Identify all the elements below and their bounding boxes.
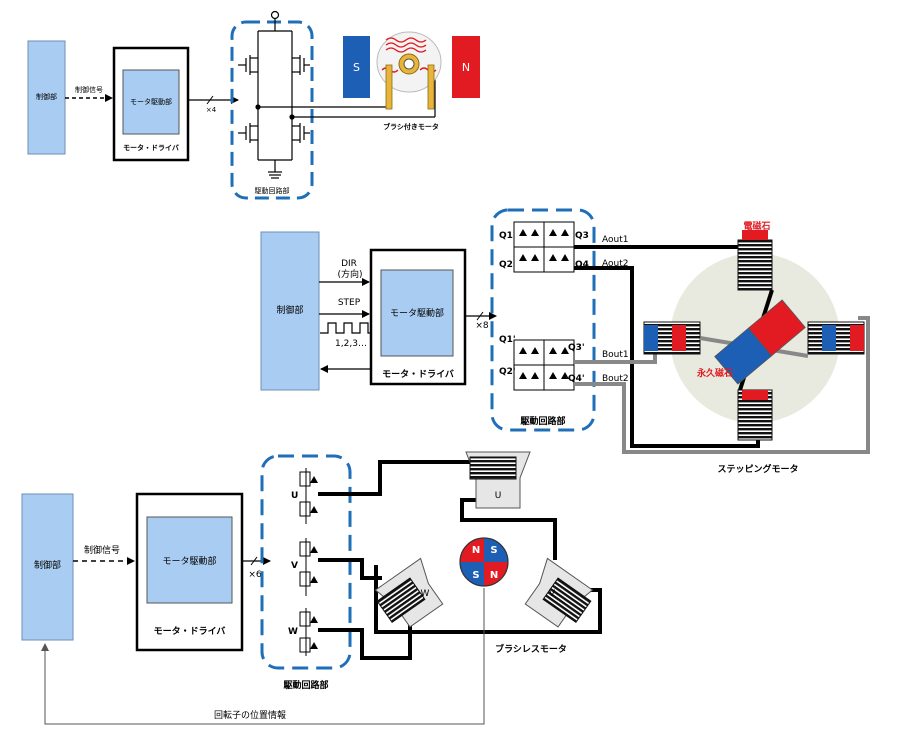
rotor-position-label: 回転子の位置情報 — [214, 709, 286, 721]
q1-label: Q1 — [499, 231, 513, 241]
motor-drive-unit-label: モータ駆動部 — [162, 555, 216, 567]
inverter-legs — [299, 468, 311, 656]
section-brushed-motor: 制御部 制御信号 モータ駆動部 モータ・ドライバ ×4 駆動回路部 — [27, 10, 480, 200]
q4-prime-label: Q4' — [568, 374, 585, 384]
coil-u: U — [465, 451, 531, 509]
control-unit-label: 制御部 — [36, 92, 57, 101]
h-bridge-b — [513, 339, 575, 391]
h-bridge-schematic — [238, 10, 436, 179]
dir-sub-label: (方向) — [337, 268, 362, 280]
coil-v-label: V — [549, 589, 556, 599]
control-unit-label: 制御部 — [276, 304, 303, 316]
drive-circuit-label: 駆動回路部 — [282, 679, 328, 691]
motor-driver-label: モータ・ドライバ — [382, 368, 454, 380]
control-unit-box — [27, 40, 66, 155]
rotor-n2: N — [490, 570, 498, 581]
drive-circuit-label: 駆動回路部 — [255, 186, 290, 195]
control-signal-label: 制御信号 — [84, 544, 120, 556]
bus-slash — [476, 311, 484, 321]
drive-circuit-label: 駆動回路部 — [519, 415, 565, 427]
permanent-magnet-label: 永久磁石 — [696, 367, 733, 379]
magnet-s — [343, 36, 370, 98]
bus-slash — [250, 556, 258, 566]
rotor-s1: S — [490, 545, 497, 556]
motor-drive-unit-box — [146, 516, 233, 604]
coil-u-label: U — [495, 491, 502, 501]
control-unit-label: 制御部 — [34, 559, 61, 571]
rotor-position-feedback-line — [41, 588, 485, 725]
bout1-label: Bout1 — [602, 350, 629, 360]
brushed-rotor — [376, 31, 442, 110]
junction-dot — [255, 104, 261, 110]
electromagnet-label: 電磁石 — [743, 220, 770, 232]
stator-bottom — [737, 389, 773, 441]
coil-w-label: W — [421, 589, 430, 599]
coil-v — [524, 557, 594, 628]
brushless-motor-label: ブラシレスモータ — [495, 643, 567, 655]
motor-driver-label: モータ・ドライバ — [154, 625, 226, 637]
motor-drive-unit-label: モータ駆動部 — [390, 307, 444, 319]
step-pulse-train — [320, 322, 374, 334]
bldc-wiring — [318, 460, 602, 660]
q4-label: Q4 — [575, 260, 589, 270]
q3-prime-label: Q3' — [568, 343, 585, 353]
control-signal-label: 制御信号 — [75, 85, 103, 94]
inverter-diodes — [310, 476, 318, 649]
step-count-label: 1,2,3… — [335, 339, 367, 349]
multiplier-label: ×8 — [475, 321, 489, 331]
dir-label: DIR — [341, 259, 357, 269]
motor-drive-unit-box — [122, 69, 180, 135]
aout1-label: Aout1 — [602, 235, 628, 245]
stator-right — [807, 321, 865, 355]
stator-top — [737, 230, 773, 291]
rotor-n1: N — [472, 545, 480, 556]
magnet-n-label: N — [462, 61, 470, 74]
h-bridge-diodes — [519, 229, 569, 379]
bus-slash — [206, 95, 214, 105]
phase-u-label: U — [291, 491, 298, 501]
drive-circuit-dashed-box — [490, 208, 596, 432]
q2-label: Q2 — [499, 260, 513, 270]
coil-w — [374, 557, 444, 628]
permanent-magnet-rotor — [714, 299, 806, 385]
section-brushless-motor: 制御部 制御信号 モータ駆動部 モータ・ドライバ ×6 駆動回路部 U V W — [21, 451, 602, 725]
q1-prime-label: Q1' — [499, 335, 516, 345]
stator-left — [643, 321, 701, 355]
bout2-label: Bout2 — [602, 374, 629, 384]
aout2-label: Aout2 — [602, 259, 628, 269]
phase-v-label: V — [291, 561, 298, 571]
motor-driver-label: モータ・ドライバ — [123, 143, 179, 152]
bldc-rotor: N S S N — [459, 537, 509, 587]
rotor-s2: S — [472, 570, 479, 581]
brushed-motor-label: ブラシ付きモータ — [383, 122, 439, 131]
bout2-wire — [574, 316, 870, 454]
junction-dot — [289, 114, 295, 120]
section-stepping-motor: 制御部 DIR (方向) STEP 1,2,3… モータ駆動部 モータ・ドライバ… — [260, 208, 870, 475]
phase-w-label: W — [288, 627, 298, 637]
magnet-n — [452, 36, 480, 98]
step-label: STEP — [338, 298, 361, 308]
multiplier-label: ×4 — [206, 106, 217, 114]
drive-circuit-dashed-box — [230, 20, 314, 200]
control-unit-box — [21, 493, 74, 641]
control-unit-box — [260, 231, 320, 391]
motor-drive-unit-label: モータ駆動部 — [130, 97, 172, 106]
motor-drive-unit-box — [380, 269, 454, 357]
q3-label: Q3 — [575, 231, 589, 241]
q2-prime-label: Q2' — [499, 367, 516, 377]
multiplier-label: ×6 — [248, 570, 262, 580]
magnet-s-label: S — [353, 61, 360, 74]
stepping-motor-label: ステッピングモータ — [717, 463, 798, 475]
